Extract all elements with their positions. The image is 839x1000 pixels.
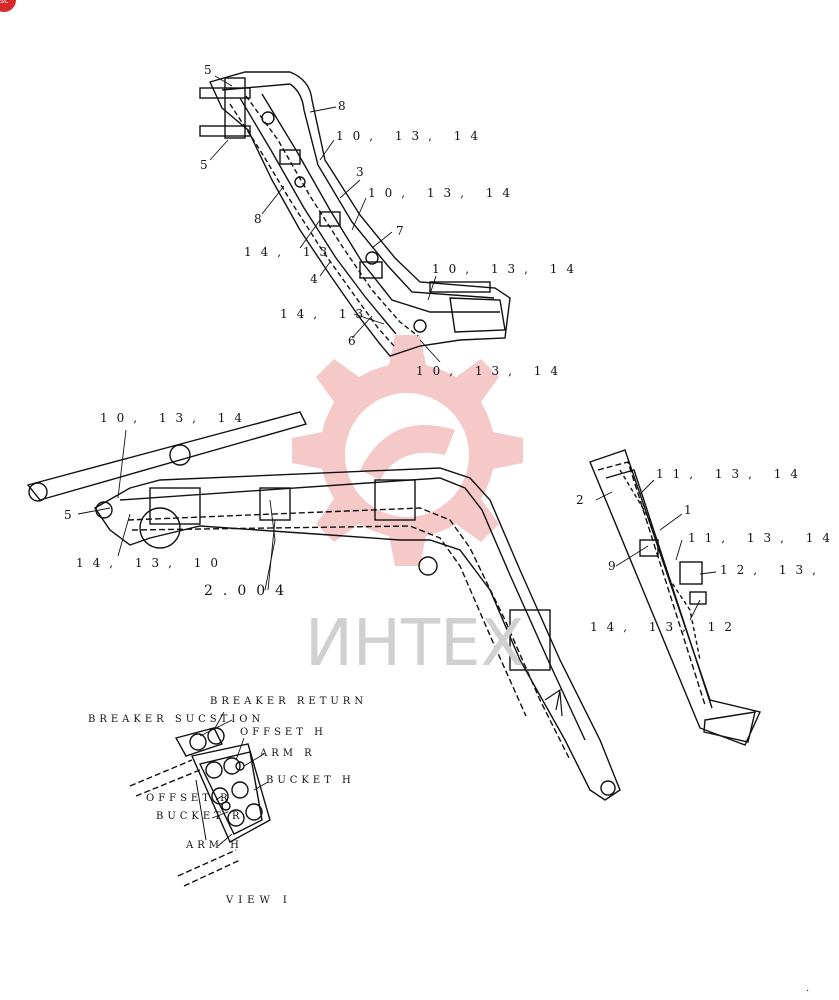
label-offset-h: OFFSET H	[240, 727, 327, 738]
watermark-text: ИНТЕХ	[305, 607, 525, 681]
label-breaker-sucstion: BREAKER SUCSTION	[88, 714, 265, 725]
label-top-5a: 5	[204, 63, 221, 77]
right-leader-lines	[595, 479, 717, 621]
label-mid-5: 5	[64, 508, 81, 522]
label-right-12-13: 12, 13,	[720, 563, 825, 577]
label-top-10-13-14-b: 10, 13, 14	[368, 186, 520, 200]
label-bucket-h: BUCKET H	[266, 775, 355, 786]
label-right-9: 9	[608, 559, 625, 573]
label-top-10-13-14-a: 10, 13, 14	[336, 129, 488, 143]
label-right-1: 1	[684, 503, 701, 517]
label-right-11-13-14-a: 11, 13, 14	[656, 467, 808, 481]
label-arm-h: ARM H	[186, 840, 243, 851]
label-top-3: 3	[356, 165, 373, 179]
label-top-4: 4	[310, 272, 327, 286]
label-mid-2004: 2.004	[204, 583, 295, 599]
label-top-10-13-14-d: 10, 13, 14	[416, 364, 568, 378]
excavator-piping-drawing	[26, 71, 761, 887]
main-boom-assembly	[26, 411, 621, 801]
label-offset-r: OFFSET R	[146, 793, 232, 804]
label-right-2: 2	[576, 493, 593, 507]
label-top-8b: 8	[254, 212, 271, 226]
label-mid-10-13-14: 10, 13, 14	[100, 411, 252, 425]
top-arm-assembly	[199, 71, 511, 357]
label-top-8a: 8	[338, 99, 355, 113]
right-detail-assembly	[589, 449, 761, 746]
label-top-14-13-a: 14, 13	[244, 245, 337, 259]
label-top-5b: 5	[200, 158, 217, 172]
view-i-detail	[129, 727, 271, 887]
watermark-gear-logo	[292, 335, 523, 566]
label-arm-r: ARM R	[260, 748, 316, 759]
label-view-i: VIEW I	[226, 895, 292, 906]
top-leader-lines	[209, 75, 441, 363]
middle-leader-lines	[77, 429, 276, 591]
label-page-dot: .	[806, 983, 810, 994]
label-breaker-return: BREAKER RETURN	[210, 696, 368, 707]
label-right-11-13-14-b: 11, 13, 14	[688, 531, 839, 545]
label-top-10-13-14-c: 10, 13, 14	[432, 262, 584, 276]
label-top-7: 7	[396, 224, 413, 238]
label-mid-14-13-10: 14, 13, 10	[76, 556, 228, 570]
corner-badge-text: sc	[0, 0, 9, 5]
label-top-14-13-b: 14, 13	[280, 307, 373, 321]
view-i-leader-lines	[199, 711, 269, 847]
label-top-6: 6	[348, 334, 365, 348]
label-bucket-r: BUCKET R	[156, 811, 244, 822]
label-right-14-13-12: 14, 13, 12	[590, 620, 742, 634]
